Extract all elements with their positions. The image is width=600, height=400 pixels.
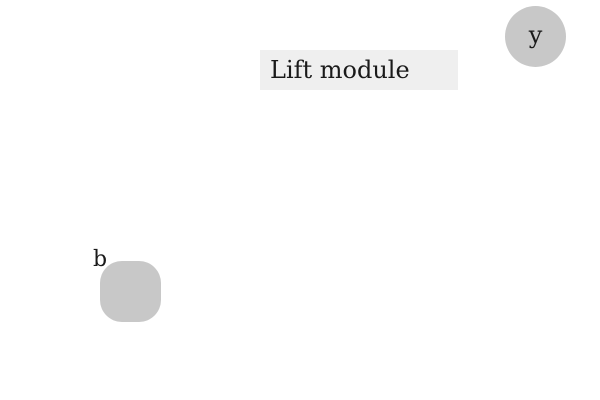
- avatar-letter: y: [528, 20, 543, 49]
- user-avatar[interactable]: y: [505, 6, 566, 67]
- node-label: b: [93, 247, 108, 272]
- node-block[interactable]: [100, 261, 161, 322]
- module-title-text: Lift module: [270, 56, 410, 84]
- module-title: Lift module: [260, 50, 458, 90]
